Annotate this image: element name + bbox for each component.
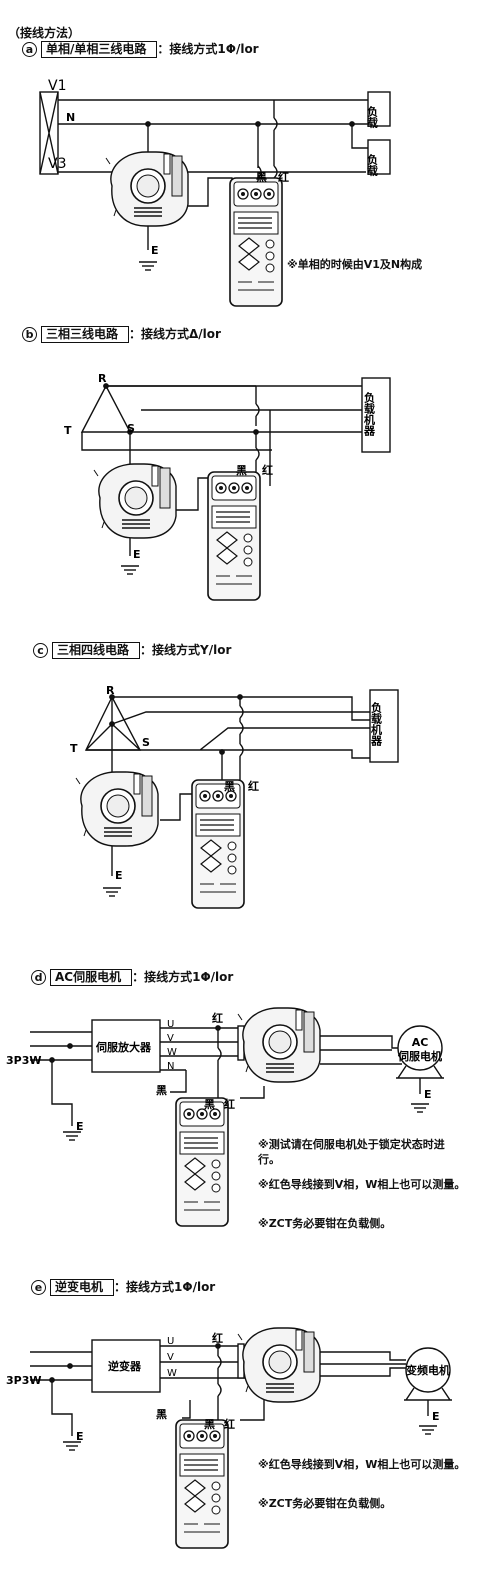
motor-label-line1: AC (412, 1036, 429, 1049)
ground-symbol (120, 565, 140, 575)
section-d-note-2: ※红色导线接到V相，W相上也可以测量。 (258, 1178, 466, 1191)
label-red: 红 (212, 1011, 223, 1025)
section-e-note-1: ※红色导线接到V相，W相上也可以测量。 (258, 1458, 466, 1471)
label-s: S (142, 736, 150, 749)
tester-meter (175, 1097, 229, 1227)
wiring-mode: ：接线方式Δ/lor (129, 327, 221, 341)
wiring-mode: ：接线方式1Φ/lor (157, 42, 259, 56)
zct-sensor (75, 771, 159, 847)
section-name: AC伺服电机 (50, 969, 133, 986)
label-r: R (106, 684, 115, 697)
label-e: E (76, 1430, 84, 1443)
label-red: 红 (262, 463, 273, 477)
label-red: 红 (224, 1097, 235, 1111)
label-red: 红 (224, 1417, 235, 1431)
section-c-header: c 三相四线电路：接线方式Y/lor (33, 641, 231, 659)
section-a-note: ※单相的时候由V1及N构成 (287, 258, 423, 271)
label-red: 红 (248, 779, 259, 793)
label-e: E (133, 548, 141, 561)
diagram-a (39, 91, 391, 250)
page-title: （接线方法） (8, 26, 81, 40)
ground-symbol (418, 1425, 438, 1435)
section-name: 逆变电机 (50, 1279, 115, 1296)
ground-symbol (62, 1131, 82, 1141)
label-supply: 3P3W (6, 1374, 42, 1387)
label-black: 黑 (236, 464, 247, 477)
label-load: 负载机器 (370, 701, 384, 747)
section-d-note-3: ※ZCT务必要钳在负载侧。 (258, 1217, 392, 1230)
label-e: E (115, 869, 123, 882)
ground-symbol (102, 887, 122, 897)
tester-meter (207, 471, 261, 601)
amplifier-box: 伺服放大器 (95, 1040, 152, 1054)
section-letter: a (22, 42, 37, 57)
label-red: 红 (212, 1331, 223, 1345)
zct-sensor (237, 1327, 321, 1403)
label-e: E (432, 1410, 440, 1423)
wiring-mode: ：接线方式Y/lor (140, 643, 232, 657)
diagram-d (30, 1019, 444, 1126)
label-supply: 3P3W (6, 1054, 42, 1067)
label-black: 黑 (256, 171, 267, 184)
section-name: 三相四线电路 (52, 642, 141, 659)
motor-label-line2: 伺服电机 (397, 1049, 442, 1063)
label-s: S (127, 422, 135, 435)
section-e-note-2: ※ZCT务必要钳在负载侧。 (258, 1497, 392, 1510)
label-red: 红 (278, 170, 289, 184)
label-black: 黑 (204, 1418, 215, 1431)
label-black: 黑 (156, 1084, 167, 1097)
ground-symbol (62, 1441, 82, 1451)
inverter-box: 逆变器 (108, 1359, 142, 1373)
label-v: V (167, 1033, 174, 1044)
section-letter: c (33, 643, 48, 658)
diagram-c (84, 689, 399, 876)
zct-sensor (93, 463, 177, 539)
label-v3: V3 (48, 156, 66, 172)
label-t: T (70, 742, 78, 755)
tester-meter (175, 1419, 229, 1549)
label-v1: V1 (48, 78, 66, 94)
tester-meter (229, 177, 283, 307)
label-black: 黑 (204, 1098, 215, 1111)
label-n: N (167, 1061, 174, 1072)
label-w: W (167, 1047, 177, 1058)
zct-sensor (237, 1007, 321, 1083)
section-d-header: d AC伺服电机：接线方式1Φ/lor (31, 968, 233, 986)
label-e: E (76, 1120, 84, 1133)
section-letter: b (22, 327, 37, 342)
section-name: 三相三线电路 (41, 326, 130, 343)
wiring-mode: ：接线方式1Φ/lor (132, 970, 234, 984)
label-load: 负载机器 (363, 391, 377, 437)
label-r: R (98, 372, 107, 385)
section-letter: e (31, 1280, 46, 1295)
diagram-e (30, 1339, 452, 1436)
section-a-header: a 单相/单相三线电路：接线方式1Φ/lor (22, 40, 259, 58)
section-name: 单相/单相三线电路 (41, 41, 158, 58)
label-w: W (167, 1368, 177, 1379)
label-black: 黑 (156, 1408, 167, 1421)
label-load: 负载 (366, 105, 379, 129)
label-e: E (151, 244, 159, 257)
motor-label: 变频电机 (406, 1363, 450, 1377)
section-letter: d (31, 970, 46, 985)
label-n: N (66, 111, 75, 124)
tester-meter (191, 779, 245, 909)
diagram-b (80, 377, 391, 556)
label-t: T (64, 424, 72, 437)
section-d-note-1: ※测试请在伺服电机处于锁定状态时进行。 (258, 1138, 445, 1166)
label-v: V (167, 1352, 174, 1363)
label-load: 负载 (366, 153, 379, 177)
zct-sensor (105, 151, 189, 227)
section-b-header: b 三相三线电路：接线方式Δ/lor (22, 325, 221, 343)
ground-symbol (138, 261, 158, 271)
label-u: U (167, 1336, 174, 1347)
label-black: 黑 (224, 780, 235, 793)
ground-symbol (410, 1103, 430, 1113)
section-e-header: e 逆变电机：接线方式1Φ/lor (31, 1278, 215, 1296)
label-u: U (167, 1019, 174, 1030)
wiring-mode: ：接线方式1Φ/lor (114, 1280, 216, 1294)
label-e: E (424, 1088, 432, 1101)
